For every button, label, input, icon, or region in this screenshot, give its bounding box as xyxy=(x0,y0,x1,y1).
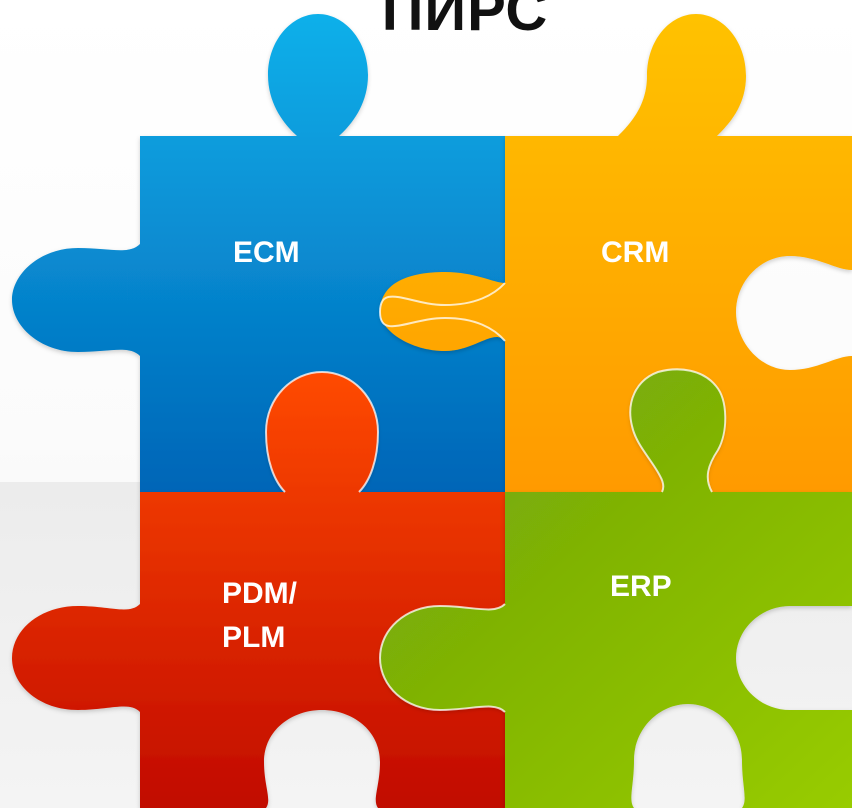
piece-seams xyxy=(264,282,727,713)
pdm-plm-piece xyxy=(12,372,505,808)
pdm-plm-label-line-1: PDM/ xyxy=(222,577,298,610)
pdm-plm-label-line-2: PLM xyxy=(222,621,285,654)
erp-label: ERP xyxy=(610,570,672,603)
crm-label: CRM xyxy=(601,236,669,269)
erp-piece xyxy=(380,369,852,808)
crm-piece xyxy=(380,14,852,492)
ecm-piece xyxy=(12,14,505,492)
diagram-title: ПИРС xyxy=(381,0,549,43)
ecm-label: ECM xyxy=(233,236,300,269)
